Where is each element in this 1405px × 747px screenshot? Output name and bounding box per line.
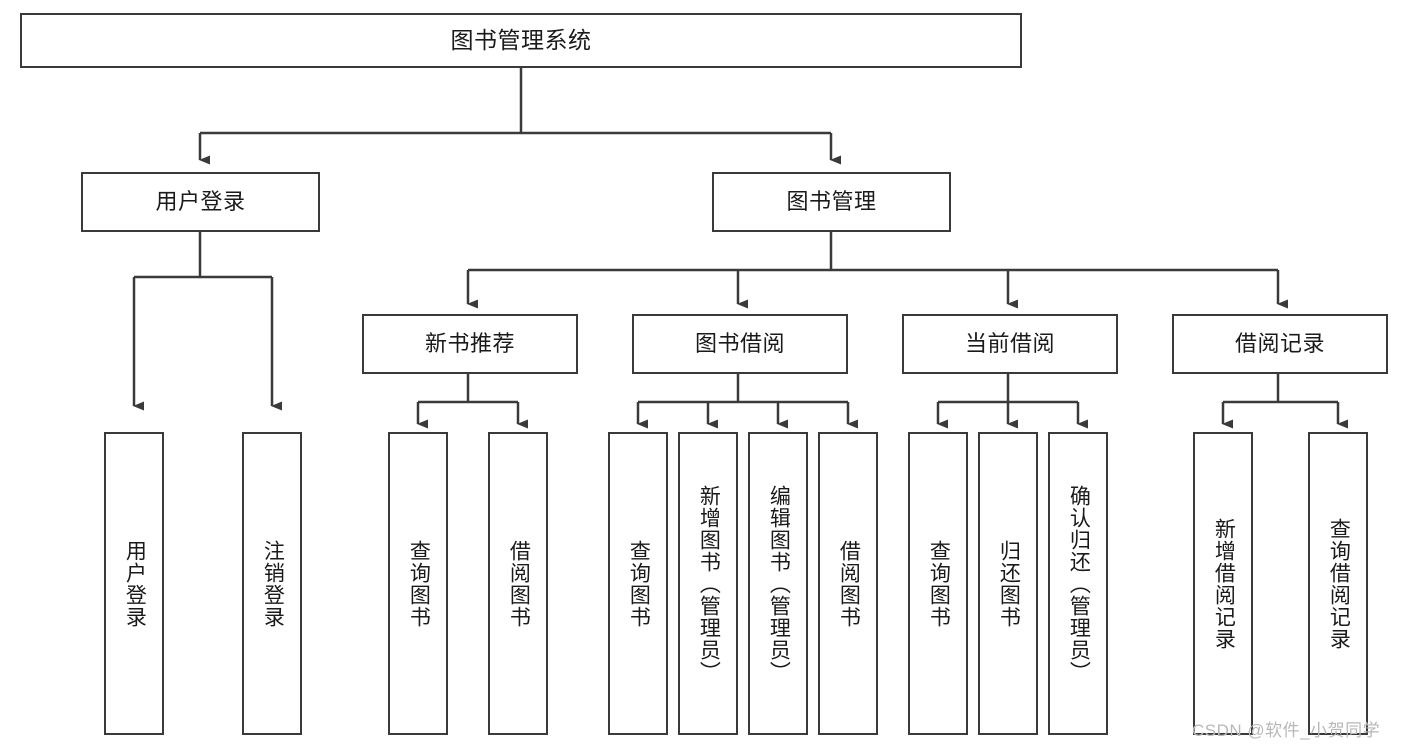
- leaf-records-1-label: 新增借阅记录: [1212, 517, 1236, 650]
- leaf-borrow-4-label: 借阅图书: [837, 539, 861, 628]
- leaf-current-1[interactable]: 查询图书: [908, 432, 968, 735]
- leaf-records-2-label: 查询借阅记录: [1327, 517, 1351, 650]
- leaf-new-book-1[interactable]: 查询图书: [388, 432, 448, 735]
- leaf-user-login-1[interactable]: 用户登录: [104, 432, 164, 735]
- leaf-user-login-1-label: 用户登录: [123, 539, 147, 628]
- leaf-borrow-4[interactable]: 借阅图书: [818, 432, 878, 735]
- leaf-current-2-label: 归还图书: [997, 539, 1021, 628]
- leaf-new-book-1-label: 查询图书: [407, 539, 431, 628]
- leaf-user-login-2[interactable]: 注销登录: [242, 432, 302, 735]
- node-borrow-records-label: 借阅记录: [1234, 330, 1325, 356]
- node-root-label: 图书管理系统: [450, 26, 592, 53]
- node-user-login-label: 用户登录: [155, 188, 246, 214]
- leaf-borrow-1[interactable]: 查询图书: [608, 432, 668, 735]
- leaf-new-book-2[interactable]: 借阅图书: [488, 432, 548, 735]
- leaf-borrow-1-label: 查询图书: [627, 539, 651, 628]
- leaf-records-1[interactable]: 新增借阅记录: [1193, 432, 1253, 735]
- node-root[interactable]: 图书管理系统: [20, 13, 1022, 68]
- leaf-records-2[interactable]: 查询借阅记录: [1308, 432, 1368, 735]
- node-current-borrow[interactable]: 当前借阅: [902, 314, 1118, 374]
- node-book-borrow-label: 图书借阅: [694, 330, 785, 356]
- leaf-current-2[interactable]: 归还图书: [978, 432, 1038, 735]
- leaf-current-1-label: 查询图书: [927, 539, 951, 628]
- leaf-new-book-2-label: 借阅图书: [507, 539, 531, 628]
- leaf-user-login-2-label: 注销登录: [261, 539, 285, 628]
- leaf-borrow-3-label: 编辑图书（管理员）: [767, 484, 791, 683]
- leaf-borrow-3[interactable]: 编辑图书（管理员）: [748, 432, 808, 735]
- node-current-borrow-label: 当前借阅: [964, 330, 1055, 356]
- leaf-borrow-2[interactable]: 新增图书（管理员）: [678, 432, 738, 735]
- node-book-management-label: 图书管理: [786, 188, 877, 214]
- node-new-book-recommend[interactable]: 新书推荐: [362, 314, 578, 374]
- leaf-current-3-label: 确认归还（管理员）: [1067, 484, 1091, 683]
- leaf-current-3[interactable]: 确认归还（管理员）: [1048, 432, 1108, 735]
- node-book-management[interactable]: 图书管理: [712, 172, 951, 232]
- node-new-book-recommend-label: 新书推荐: [424, 330, 515, 356]
- node-user-login[interactable]: 用户登录: [81, 172, 320, 232]
- node-book-borrow[interactable]: 图书借阅: [632, 314, 848, 374]
- node-borrow-records[interactable]: 借阅记录: [1172, 314, 1388, 374]
- leaf-borrow-2-label: 新增图书（管理员）: [697, 484, 721, 683]
